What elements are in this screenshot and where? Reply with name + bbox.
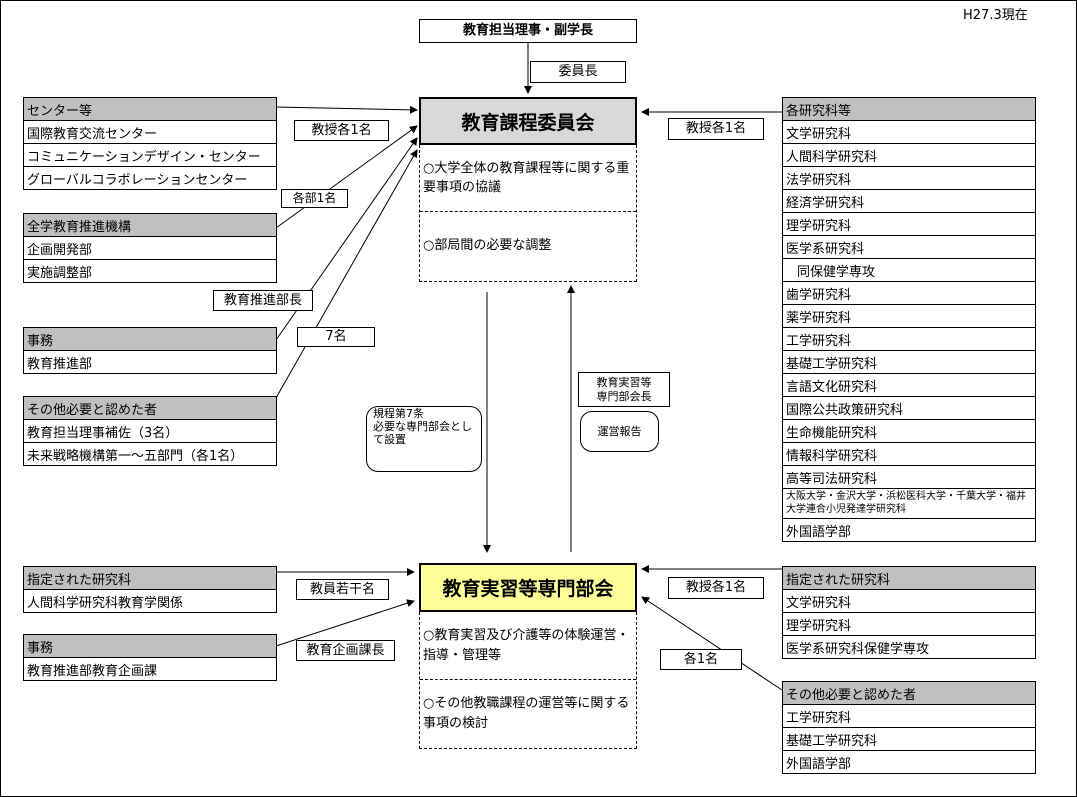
group-row: 基礎工学研究科 [783, 351, 1035, 374]
label-each-dept: 各部1名 [281, 189, 348, 208]
right-group-designated: 指定された研究科 文学研究科 理学研究科 医学系研究科保健学専攻 [782, 566, 1036, 659]
committee-item: ○大学全体の教育課程等に関する重要事項の協議 [420, 145, 636, 212]
group-row: 外国語学部 [783, 519, 1035, 542]
label-line: 規程第7条 [373, 407, 424, 420]
group-header: 指定された研究科 [24, 567, 276, 590]
label-edu-promotion-director: 教育推進部長 [213, 290, 313, 311]
label-professors-left: 教授各1名 [294, 120, 389, 141]
group-row: 理学研究科 [783, 213, 1035, 236]
left-group-admin: 事務 教育推進部 [23, 327, 277, 374]
group-row: 言語文化研究科 [783, 374, 1035, 397]
committee-items: ○大学全体の教育課程等に関する重要事項の協議 ○部局間の必要な調整 [419, 145, 637, 282]
left-group-centers: センター等 国際教育交流センター コミュニケーションデザイン・センター グローバ… [23, 97, 277, 190]
group-row: 工学研究科 [783, 328, 1035, 351]
group-row: 文学研究科 [783, 121, 1035, 144]
chair-label: 委員長 [530, 61, 626, 83]
top-executive-box: 教育担当理事・副学長 [419, 19, 637, 43]
group-row: 生命機能研究科 [783, 420, 1035, 443]
group-header: その他必要と認めた者 [783, 682, 1035, 705]
group-row: コミュニケーションデザイン・センター [24, 144, 276, 167]
subcommittee-title: 教育実習等専門部会 [419, 563, 637, 612]
group-row: 基礎工学研究科 [783, 728, 1035, 751]
label-line: 必要な専門部会とし [373, 420, 472, 434]
group-row: 医学系研究科 [783, 236, 1035, 259]
subcommittee-items: ○教育実習及び介護等の体験運営・指導・管理等 ○その他教職課程の運営等に関する事… [419, 612, 637, 749]
group-row: 未来戦略機構第一～五部門（各1名） [24, 443, 276, 466]
group-row: 大阪大学・金沢大学・浜松医科大学・千葉大学・福井大学連合小児発達学研究科 [783, 489, 1035, 519]
group-row: 高等司法研究科 [783, 466, 1035, 489]
label-operation-report: 運営報告 [580, 411, 659, 452]
group-header: 事務 [24, 635, 276, 658]
group-header: 全学教育推進機構 [24, 214, 276, 237]
group-row: 企画開発部 [24, 237, 276, 260]
label-each-one: 各1名 [660, 649, 742, 670]
group-row: 国際公共政策研究科 [783, 397, 1035, 420]
arrow-centers [275, 105, 418, 114]
group-header: センター等 [24, 98, 276, 121]
label-planning-chief: 教育企画課長 [296, 640, 395, 661]
committee-item: ○部局間の必要な調整 [423, 238, 552, 254]
group-row: 人間科学研究科教育学関係 [24, 590, 276, 613]
group-row: 経済学研究科 [783, 190, 1035, 213]
arrow-organization [275, 125, 418, 229]
group-row: 工学研究科 [783, 705, 1035, 728]
group-row: 外国語学部 [783, 751, 1035, 774]
group-row: 教育推進部 [24, 351, 276, 374]
arrow-admin-bottom [275, 599, 415, 647]
label-line: て設置 [373, 433, 406, 447]
label-faculty-several: 教員若干名 [296, 579, 389, 600]
label-line: 教育実習等 [596, 376, 652, 390]
left-group-admin-bottom: 事務 教育推進部教育企画課 [23, 634, 277, 681]
group-row: 薬学研究科 [783, 305, 1035, 328]
label-regulation: 規程第7条 必要な専門部会とし て設置 [366, 406, 482, 472]
group-row: 人間科学研究科 [783, 144, 1035, 167]
subcommittee-item: ○教育実習及び介護等の体験運営・指導・管理等 [420, 612, 636, 680]
group-row: 実施調整部 [24, 260, 276, 283]
group-row: 教育担当理事補佐（3名） [24, 420, 276, 443]
left-group-organization: 全学教育推進機構 企画開発部 実施調整部 [23, 213, 277, 283]
group-row: 理学研究科 [783, 613, 1035, 636]
label-subcommittee-chair: 教育実習等 専門部会長 [578, 372, 670, 407]
group-row: グローバルコラボレーションセンター [24, 167, 276, 190]
right-group-others: その他必要と認めた者 工学研究科 基礎工学研究科 外国語学部 [782, 681, 1036, 774]
group-row: 情報科学研究科 [783, 443, 1035, 466]
group-row: 文学研究科 [783, 590, 1035, 613]
subcommittee-item: ○その他教職課程の運営等に関する事項の検討 [423, 696, 630, 731]
label-professors-right: 教授各1名 [668, 118, 764, 140]
group-header: 事務 [24, 328, 276, 351]
group-row: 国際教育交流センター [24, 121, 276, 144]
group-header: 各研究科等 [783, 98, 1035, 121]
label-seven: 7名 [297, 327, 375, 347]
left-group-others: その他必要と認めた者 教育担当理事補佐（3名） 未来戦略機構第一～五部門（各1名… [23, 396, 277, 466]
arrow-others-right [641, 596, 783, 691]
label-professors-bottom: 教授各1名 [668, 577, 764, 599]
group-row: 歯学研究科 [783, 282, 1035, 305]
left-group-designated: 指定された研究科 人間科学研究科教育学関係 [23, 566, 277, 613]
group-row: 法学研究科 [783, 167, 1035, 190]
label-line: 専門部会長 [596, 389, 652, 403]
arrow-others [275, 149, 418, 399]
group-row: 同保健学専攻 [783, 259, 1035, 282]
right-group-graduate-schools: 各研究科等 文学研究科 人間科学研究科 法学研究科 経済学研究科 理学研究科 医… [782, 97, 1036, 542]
group-row: 教育推進部教育企画課 [24, 658, 276, 681]
group-header: その他必要と認めた者 [24, 397, 276, 420]
committee-title: 教育課程委員会 [419, 97, 637, 145]
date-note: H27.3現在 [963, 8, 1028, 23]
group-row: 医学系研究科保健学専攻 [783, 636, 1035, 659]
group-header: 指定された研究科 [783, 567, 1035, 590]
